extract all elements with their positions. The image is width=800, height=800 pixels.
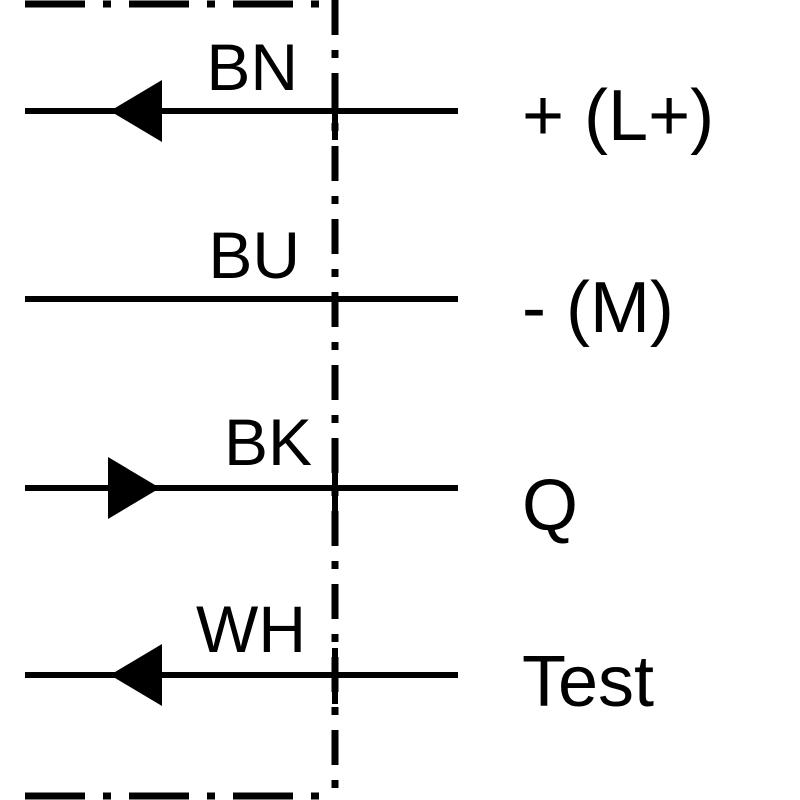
signal-label: - (M) <box>522 268 674 348</box>
wire-code-label: BN <box>206 30 298 104</box>
wire-wh: WH Test <box>25 592 654 722</box>
arrow-left-icon <box>110 644 162 706</box>
wire-code-label: BU <box>208 218 300 292</box>
signal-label: + (L+) <box>522 76 714 156</box>
signal-label: Q <box>522 466 578 546</box>
wire-bk: BK Q <box>25 405 578 546</box>
device-boundary <box>25 0 339 800</box>
signal-label: Test <box>522 642 654 722</box>
wire-code-label: WH <box>196 592 306 666</box>
wire-bn: BN + (L+) <box>25 30 714 156</box>
wire-code-label: BK <box>224 405 312 479</box>
wire-bu: BU - (M) <box>25 218 674 348</box>
arrow-left-icon <box>110 80 162 142</box>
arrow-right-icon <box>108 457 160 519</box>
